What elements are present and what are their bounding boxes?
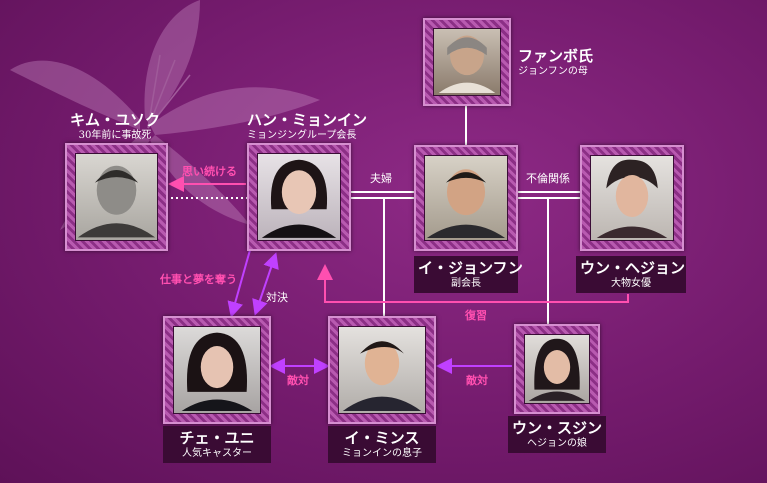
portrait-lee-jonghun	[414, 145, 518, 251]
label-tekitai2: 敵対	[466, 374, 488, 387]
name: イ・ジョンフン	[418, 259, 523, 277]
namecard-han: ハン・ミョンイン ミョンジングループ会長	[243, 108, 368, 145]
name: チェ・ユニ	[179, 429, 255, 447]
label-furin: 不倫関係	[526, 172, 570, 185]
label-tekitai1: 敵対	[287, 374, 309, 387]
label-shigoto: 仕事と夢を奪う	[160, 273, 237, 286]
name: イ・ミンス	[344, 429, 420, 447]
namecard-woon-hyejong: ウン・ヘジョン 大物女優	[576, 256, 686, 293]
avatar	[173, 326, 261, 414]
portrait-kim	[65, 143, 168, 251]
label-omoi: 思い続ける	[182, 165, 237, 178]
namecard-lee-minsu: イ・ミンス ミョンインの息子	[328, 426, 436, 463]
arrow-shigoto	[227, 249, 251, 318]
portrait-woon-hyejong	[580, 145, 684, 251]
namecard-lee-jonghun: イ・ジョンフン 副会長	[414, 256, 523, 293]
portrait-han	[247, 143, 351, 251]
arrow-taiketsu	[252, 252, 279, 316]
label-taiketsu: 対決	[266, 291, 288, 304]
portrait-choi-yuni	[163, 316, 271, 424]
name: ファンボ氏	[518, 47, 594, 65]
portrait-fanbo	[423, 18, 511, 106]
namecard-woon-sujin: ウン・スジン ヘジョンの娘	[508, 416, 606, 453]
avatar	[257, 153, 341, 241]
label-fukushuu: 復習	[465, 309, 487, 322]
role: ヘジョンの娘	[527, 438, 587, 449]
namecard-kim: キム・ユソク 30年前に事故死	[63, 108, 167, 145]
namecard-choi-yuni: チェ・ユニ 人気キャスター	[163, 426, 271, 463]
role: ジョンフンの母	[518, 66, 588, 77]
avatar	[338, 326, 426, 414]
role: 副会長	[451, 278, 481, 289]
avatar	[424, 155, 508, 241]
avatar	[75, 153, 158, 241]
role: ミョンジングループ会長	[247, 130, 357, 141]
name: キム・ユソク	[69, 111, 160, 129]
role: 大物女優	[611, 278, 651, 289]
avatar	[433, 28, 501, 96]
avatar	[524, 334, 590, 404]
name: ウン・ヘジョン	[580, 259, 686, 277]
arrow-fukushuu	[317, 264, 629, 303]
name: ハン・ミョンイン	[247, 111, 368, 129]
portrait-woon-sujin	[514, 324, 600, 414]
role: 人気キャスター	[182, 448, 252, 459]
portrait-lee-minsu	[328, 316, 436, 424]
namecard-fanbo: ファンボ氏 ジョンフンの母	[514, 44, 624, 81]
role: 30年前に事故死	[78, 130, 152, 141]
label-fuufu: 夫婦	[370, 172, 392, 185]
avatar	[590, 155, 674, 241]
name: ウン・スジン	[512, 419, 603, 437]
role: ミョンインの息子	[342, 448, 422, 459]
